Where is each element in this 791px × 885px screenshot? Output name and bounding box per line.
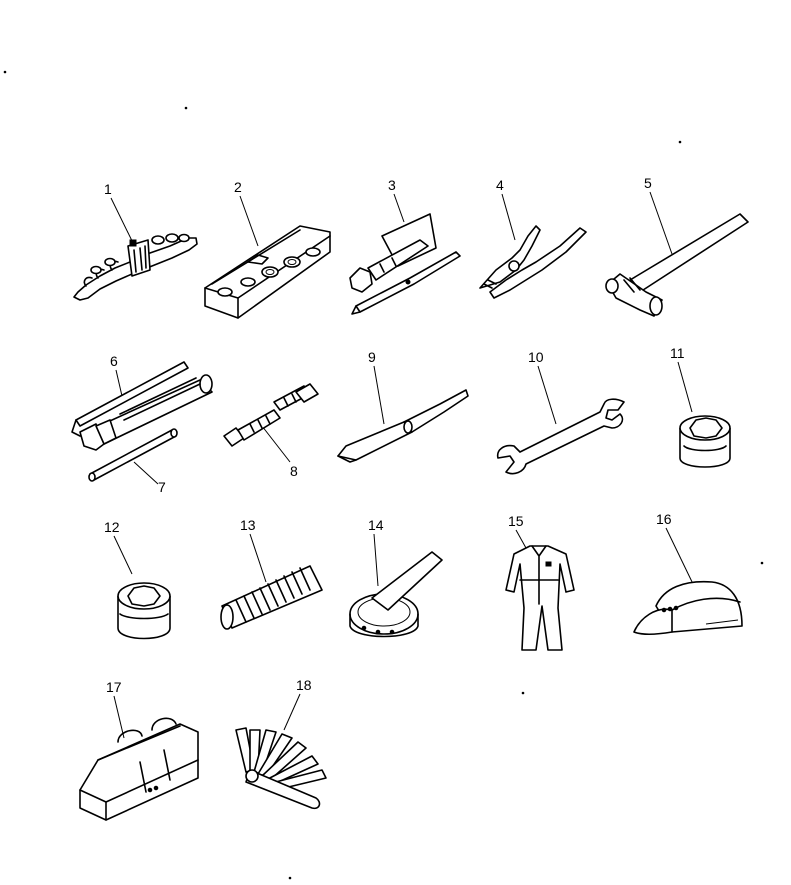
item-number-12: 12 [104, 519, 120, 535]
item-18-feeler-gauge: 18 [235, 677, 327, 810]
leader-line-4 [501, 193, 516, 241]
grease-gun-icon [71, 361, 213, 451]
item-number-6: 6 [110, 353, 118, 369]
item-number-1: 1 [104, 181, 112, 197]
item-5-hammer: 5 [605, 175, 749, 317]
item-number-10: 10 [528, 349, 544, 365]
leader-line-18 [283, 693, 301, 731]
grease-gun-nozzle-icon [88, 428, 178, 482]
leader-line-8 [261, 425, 291, 463]
item-number-3: 3 [388, 177, 396, 193]
leader-line-7 [133, 461, 159, 485]
spring-icon [220, 565, 323, 630]
item-number-18: 18 [296, 677, 312, 693]
socket-set-box-icon [204, 225, 331, 319]
item-17-tool-bag: 17 [79, 679, 199, 821]
item-4-pliers: 4 [479, 177, 587, 299]
socket-icon [117, 582, 171, 640]
item-11-socket: 11 [670, 345, 731, 468]
item-9-bar: 9 [337, 349, 469, 463]
leader-line-17 [113, 695, 125, 739]
coveralls-icon [505, 545, 575, 651]
leader-line-16 [665, 527, 695, 587]
leader-line-1 [110, 197, 136, 248]
item-8-bolt: 8 [223, 383, 319, 479]
item-number-11: 11 [670, 345, 685, 361]
leader-line-9 [373, 365, 385, 425]
leader-line-10 [537, 365, 557, 425]
socket-icon [679, 415, 731, 468]
double-end-wrench-icon [496, 398, 625, 475]
item-12-socket: 12 [104, 519, 171, 640]
item-number-17: 17 [106, 679, 122, 695]
leader-line-5 [649, 191, 673, 255]
hammer-icon [605, 213, 749, 317]
item-15-coveralls: 15 [505, 513, 575, 651]
leader-line-14 [373, 533, 379, 587]
pliers-icon [479, 225, 587, 299]
leader-line-6 [115, 369, 123, 397]
tool-bag-icon [79, 717, 199, 821]
item-number-8: 8 [290, 463, 298, 479]
item-number-14: 14 [368, 517, 384, 533]
leader-line-15 [515, 529, 527, 549]
item-7-grease-gun-nozzle: 7 [88, 428, 178, 495]
feeler-gauge-icon [235, 727, 327, 810]
leader-line-11 [677, 361, 693, 413]
item-number-5: 5 [644, 175, 652, 191]
item-3-screwdriver: 3 [349, 177, 461, 315]
item-6-grease-gun: 6 [71, 353, 213, 451]
item-number-2: 2 [234, 179, 242, 195]
bolt-icon [223, 383, 319, 447]
screwdriver-icon [349, 213, 461, 315]
bar-icon [337, 389, 469, 463]
item-14-filter-wrench: 14 [349, 517, 443, 638]
scan-specks [3, 70, 764, 880]
item-number-9: 9 [368, 349, 376, 365]
leader-line-3 [393, 193, 405, 223]
item-2-socket-set-box: 2 [204, 179, 331, 319]
item-number-16: 16 [656, 511, 672, 527]
item-13-spring: 13 [220, 517, 323, 630]
leader-line-12 [113, 535, 133, 575]
item-number-4: 4 [496, 177, 504, 193]
cap-icon [633, 580, 743, 636]
item-number-7: 7 [158, 479, 166, 495]
filter-wrench-icon [349, 551, 443, 638]
item-1-wrench-set: 1 [73, 181, 198, 301]
item-number-13: 13 [240, 517, 256, 533]
item-10-double-end-wrench: 10 [496, 349, 625, 475]
leader-line-2 [239, 195, 259, 247]
leader-line-13 [249, 533, 267, 583]
item-16-cap: 16 [633, 511, 743, 636]
item-number-15: 15 [508, 513, 524, 529]
wrench-set-icon [73, 233, 198, 301]
